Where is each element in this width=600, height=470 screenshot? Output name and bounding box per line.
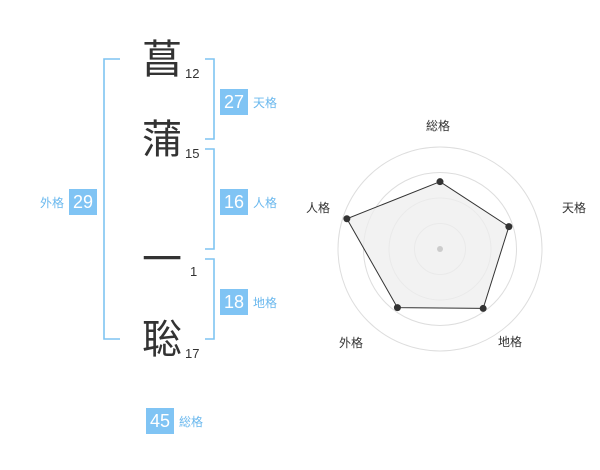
tenkaku-value: 27 — [220, 89, 248, 115]
radar-point-3 — [479, 304, 487, 312]
soukaku-badge: 45 総格 — [146, 408, 203, 434]
stroke-count-4: 17 — [185, 346, 200, 361]
radar-center — [437, 246, 443, 252]
radar-axis-label-3: 地格 — [498, 335, 523, 349]
gaikaku-value: 29 — [69, 189, 98, 215]
stroke-count-1: 12 — [185, 66, 200, 81]
radar-point-5 — [343, 215, 351, 223]
radar-axis-label-1: 総格 — [426, 119, 451, 133]
radar-point-1 — [436, 178, 444, 186]
name-char-4: 聡 — [142, 317, 182, 363]
name-char-1: 菖 — [142, 37, 182, 83]
name-char-2: 蒲 — [142, 117, 182, 163]
stroke-count-2: 15 — [185, 146, 200, 161]
radar-axis-label-2: 天格 — [562, 201, 587, 215]
chikaku-value: 18 — [220, 289, 248, 315]
chikaku-badge: 18 地格 — [220, 289, 277, 315]
jinkaku-value: 16 — [220, 189, 248, 215]
tenkaku-label: 天格 — [253, 95, 278, 110]
gaikaku-label: 外格 — [40, 195, 65, 210]
soukaku-label: 総格 — [179, 414, 204, 429]
soukaku-value: 45 — [146, 408, 174, 434]
radar-point-4 — [393, 304, 401, 312]
gaikaku-badge: 外格 29 — [40, 189, 98, 215]
radar-point-2 — [505, 223, 513, 231]
stroke-count-3: 1 — [190, 264, 198, 279]
radar-ring — [363, 172, 517, 326]
name-char-3: 一 — [142, 237, 182, 283]
radar-axis-label-5: 人格 — [306, 201, 331, 215]
radar-polygon — [346, 181, 510, 309]
jinkaku-label: 人格 — [253, 195, 278, 210]
tenkaku-badge: 27 天格 — [220, 89, 277, 115]
radar-axis-label-4: 外格 — [339, 336, 364, 350]
chikaku-label: 地格 — [253, 295, 278, 310]
jinkaku-badge: 16 人格 — [220, 189, 277, 215]
